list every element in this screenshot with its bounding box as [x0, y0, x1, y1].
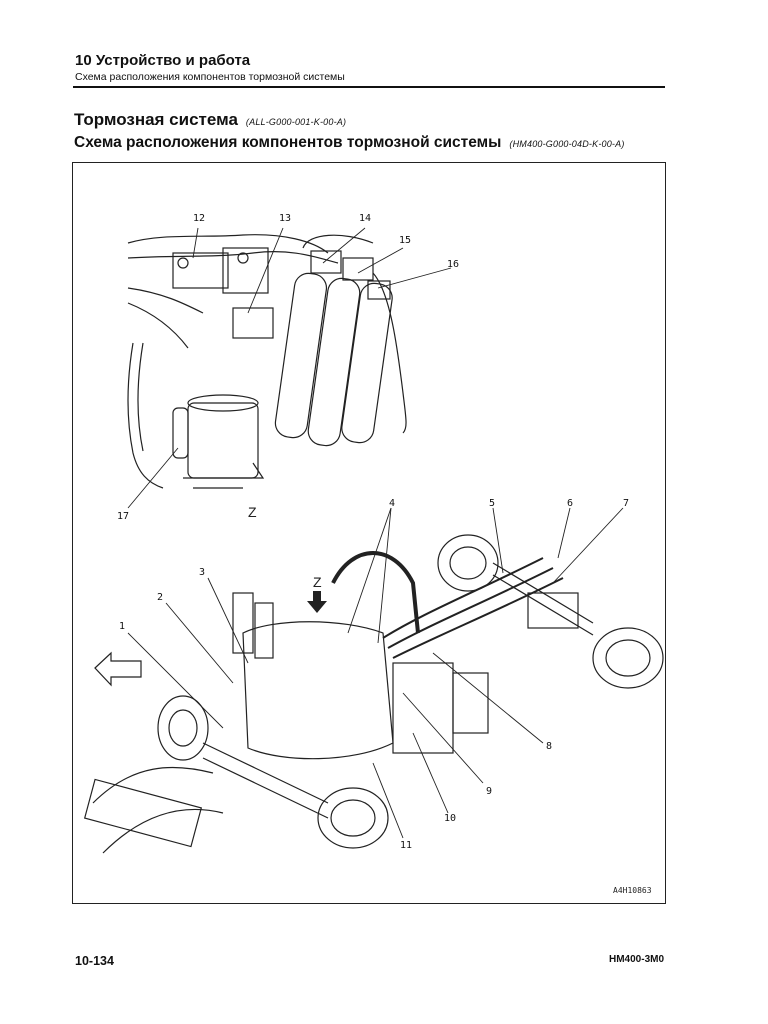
figure-id: A4H10863	[613, 886, 652, 895]
callout-2: 2	[157, 592, 163, 603]
section-title-text: Тормозная система	[74, 110, 238, 129]
callout-1: 1	[119, 621, 125, 632]
chapter-subtitle: Схема расположения компонентов тормозной…	[75, 71, 345, 83]
callout-15: 15	[399, 235, 411, 246]
callout-9: 9	[486, 786, 492, 797]
brake-system-diagram: 1 2 3 4 5 6 7 8 9 10 11 12 13 14 15 16 1…	[83, 213, 664, 895]
model-name: HM400-3M0	[609, 954, 665, 965]
callout-16: 16	[447, 259, 459, 270]
callout-leaders	[127, 227, 624, 839]
lower-chassis-drawing	[83, 534, 664, 854]
view-z-label: Z	[248, 504, 257, 520]
callout-7: 7	[623, 498, 629, 509]
header-divider	[73, 86, 665, 88]
chapter-title: 10 Устройство и работа	[75, 52, 251, 69]
subsection-title: Схема расположения компонентов тормозной…	[74, 134, 625, 152]
callout-8: 8	[546, 741, 552, 752]
view-z-arrow	[307, 591, 327, 613]
callout-12: 12	[193, 213, 205, 224]
callout-13: 13	[279, 213, 291, 224]
front-direction-arrow	[94, 651, 142, 687]
callout-11: 11	[400, 840, 412, 851]
page-number: 10-134	[75, 954, 114, 968]
callout-10: 10	[444, 813, 456, 824]
callout-6: 6	[567, 498, 573, 509]
section-title: Тормозная система (ALL-G000-001-K-00-A)	[74, 110, 346, 130]
figure-frame: 1 2 3 4 5 6 7 8 9 10 11 12 13 14 15 16 1…	[72, 162, 666, 904]
subsection-code: (HM400-G000-04D-K-00-A)	[509, 139, 625, 149]
subsection-title-text: Схема расположения компонентов тормозной…	[74, 134, 502, 151]
callout-5: 5	[489, 498, 495, 509]
arrow-z-label: Z	[313, 574, 322, 590]
section-code: (ALL-G000-001-K-00-A)	[245, 117, 347, 127]
callout-14: 14	[359, 213, 371, 224]
callout-3: 3	[199, 567, 205, 578]
upper-detail-drawing	[127, 234, 407, 489]
callout-17: 17	[117, 511, 129, 522]
callout-labels: 1 2 3 4 5 6 7 8 9 10 11 12 13 14 15 16 1…	[117, 213, 629, 851]
callout-4: 4	[389, 498, 395, 509]
